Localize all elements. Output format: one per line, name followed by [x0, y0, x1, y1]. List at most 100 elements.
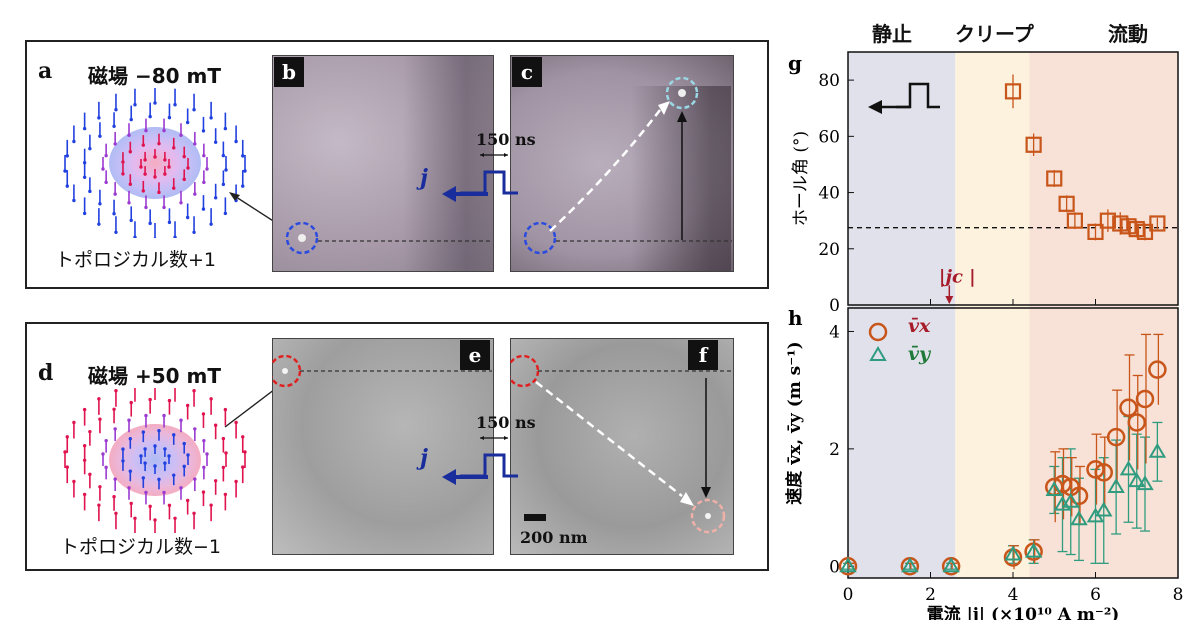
spin-arrow-head [172, 146, 176, 150]
spin-arrow-head [141, 476, 145, 480]
g-square-point [1136, 223, 1154, 241]
spin-arrow-head [209, 116, 213, 120]
h-ytick-label: 4 [829, 322, 840, 342]
g-ylabel: ホール角 (°) [791, 131, 811, 226]
g-ytick-label: 40 [818, 184, 840, 204]
spin-arrow-head [193, 427, 197, 431]
spin-arrow-head [193, 192, 197, 196]
spin-arrow-head [223, 407, 228, 412]
spin-arrow-head [167, 503, 172, 508]
spin-arrow-head [144, 413, 148, 418]
spin-arrow-head [193, 477, 197, 481]
h-vx-point [1135, 389, 1155, 409]
h-vx-point [1086, 460, 1105, 479]
spin-arrow-head [179, 486, 183, 490]
pulse-duration-top: 150 ns [476, 130, 536, 149]
spin-arrow-head [141, 430, 145, 434]
spin-arrow-head [113, 477, 117, 481]
spin-arrow-head [192, 108, 196, 112]
spin-arrow-head [148, 221, 152, 226]
skyrmion-core [109, 127, 201, 199]
spin-arrow-head [153, 155, 157, 159]
field-text-d: 磁場 +50 mT [88, 364, 221, 388]
spin-arrow-head [139, 454, 143, 458]
spin-arrow-head [127, 486, 131, 490]
label-e: e [460, 340, 490, 370]
spin-arrow-head [65, 435, 69, 439]
spin-arrow-head [121, 447, 125, 451]
h-vy-point [839, 557, 857, 573]
markers-e [272, 354, 492, 388]
topology-text-d: トポロジカル数−1 [60, 536, 222, 558]
spin-arrow-head [127, 133, 131, 137]
spin-arrow-head [82, 458, 87, 462]
g-pulse-arrowhead [868, 100, 882, 114]
spin-arrow-head [121, 172, 125, 176]
spin-arrow-head [201, 129, 206, 133]
spin-arrow-head [243, 169, 247, 173]
spin-arrow-head [65, 154, 69, 158]
g-square-point [1099, 212, 1116, 229]
spin-arrow-head [202, 438, 206, 443]
spin-arrow-head [65, 184, 69, 188]
current-symbol-top: j [420, 165, 428, 191]
spin-arrow-head [234, 139, 238, 144]
g-ytick-label: 60 [818, 127, 840, 147]
markers-f [510, 354, 732, 534]
spin-arrow-head [129, 501, 133, 506]
spin-arrow-head [143, 461, 147, 465]
spin-arrow-head [88, 189, 92, 194]
spin-arrow-head [113, 142, 117, 146]
h-vy-point [1024, 542, 1043, 558]
spin-arrow-head [72, 198, 76, 203]
spin-arrow-head [241, 184, 245, 188]
topology-text-a: トポロジカル数+1 [55, 249, 217, 271]
spin-arrow-head [162, 413, 166, 418]
spin-arrow-head [172, 473, 176, 477]
spin-arrow-head [213, 423, 218, 427]
spin-arrow-head [97, 222, 101, 226]
legend-vy-marker [869, 346, 887, 361]
spin-arrow-head [209, 503, 213, 507]
spin-arrow-head [82, 407, 87, 412]
spin-arrow-head [133, 235, 137, 238]
h-vy-point [1107, 478, 1125, 494]
h-vy-point [1045, 480, 1063, 496]
spin-arrow-head [72, 420, 76, 425]
spin-arrow-head [243, 450, 247, 454]
spin-arrow-head [97, 503, 101, 507]
h-xtick-label: 6 [1090, 585, 1101, 605]
spin-arrow-head [202, 180, 206, 185]
spin-arrow-head [88, 146, 92, 151]
h-xtick-label: 8 [1173, 585, 1184, 605]
spin-arrow-head [223, 126, 228, 131]
h-vy-point [1004, 545, 1022, 561]
g-square-point [1004, 83, 1022, 100]
spin-arrow-head [241, 465, 245, 469]
spin-arrow-head [148, 504, 152, 509]
spin-arrow-head [157, 141, 161, 146]
spin-arrow-head [185, 403, 190, 408]
spin-arrow-head [104, 465, 108, 470]
spin-arrow-head [144, 490, 148, 495]
spin-arrow-head [82, 211, 87, 216]
spin-arrow-head [182, 464, 186, 469]
h-vx-point [1094, 463, 1113, 482]
spin-arrow-head [186, 166, 190, 170]
spin-arrow-head [129, 400, 133, 405]
spin-arrow-head [221, 153, 226, 158]
spin-arrow-head [192, 230, 196, 234]
g-square-point [1046, 170, 1063, 187]
spin-arrow-head [173, 235, 177, 238]
h-vx-point [1127, 413, 1146, 432]
spin-arrow-head [133, 516, 137, 520]
spin-arrow-head [153, 464, 157, 468]
spin-arrow-head [179, 201, 183, 205]
spin-arrow-head [98, 134, 102, 138]
spin-arrow-head [179, 133, 183, 137]
spin-arrow-head [182, 154, 186, 159]
label-b: b [274, 57, 304, 87]
spin-arrow-head [104, 438, 108, 443]
spin-arrow-head [167, 115, 172, 120]
skyrmion-diagram-a [63, 88, 247, 238]
